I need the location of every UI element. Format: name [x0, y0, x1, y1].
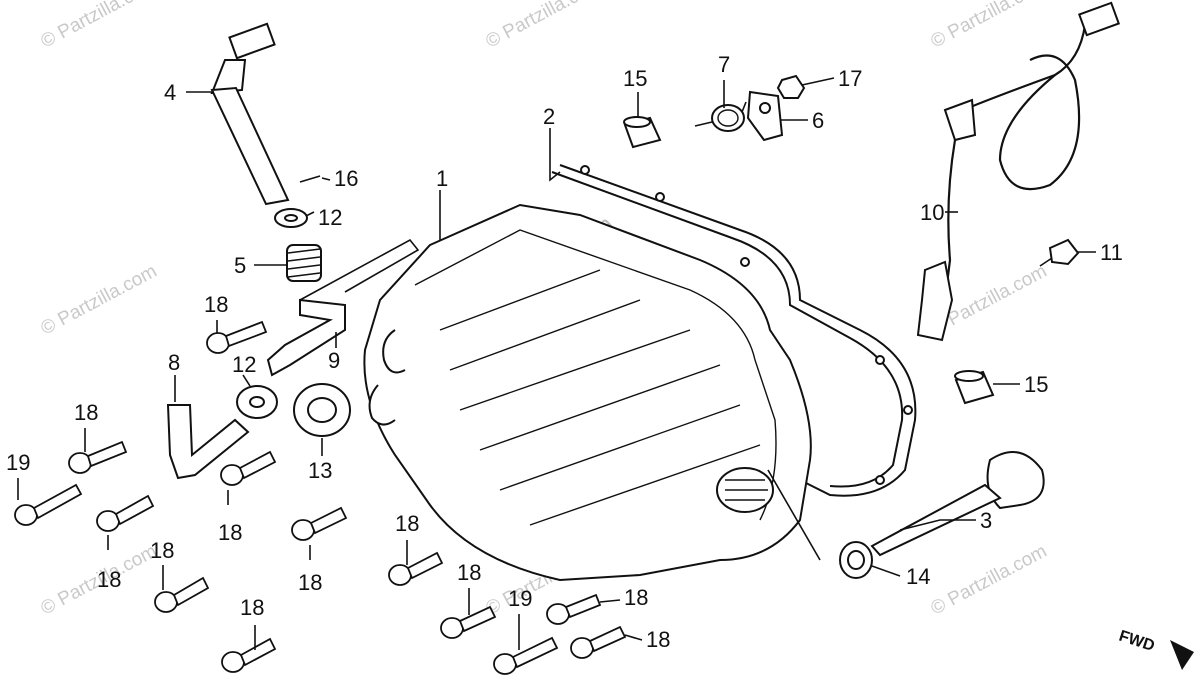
callout-12-lower: 12: [232, 352, 256, 377]
callout-11: 11: [1100, 240, 1123, 265]
dipstick-part-3: [870, 451, 1045, 557]
bolt-part-18: [96, 494, 155, 532]
arm-part-8: [166, 404, 250, 480]
fwd-label: FWD: [1117, 628, 1157, 655]
dowel-pin-part-15-lower: [954, 370, 995, 405]
callout-12-upper: 12: [318, 205, 342, 230]
callout-10: 10: [920, 200, 944, 225]
bolt-part-18: [220, 450, 277, 486]
callout-2: 2: [543, 104, 555, 129]
bolt-part-18: [68, 440, 128, 474]
callout-15-upper: 15: [623, 66, 647, 91]
callout-18: 18: [97, 567, 121, 592]
callout-4: 4: [164, 80, 176, 105]
o-ring-part-14: [839, 541, 873, 579]
forward-direction-indicator: FWD: [1117, 628, 1194, 670]
callout-13: 13: [308, 458, 332, 483]
spring-part-7: [694, 101, 747, 132]
callout-3: 3: [980, 508, 992, 533]
spring-part-5: [286, 244, 322, 282]
bolt-part-18: [154, 576, 210, 613]
kick-shaft-part-4: [210, 22, 290, 206]
callout-14: 14: [906, 564, 930, 589]
pin-part-16: [299, 175, 321, 183]
callout-1: 1: [436, 166, 448, 191]
nut-part-17: [776, 74, 806, 99]
gasket-part-2: [551, 164, 917, 497]
bolt-part-18: [546, 593, 602, 625]
crankcase-cover-part-1: [363, 203, 812, 582]
callout-19: 19: [6, 450, 30, 475]
washer-hole: [249, 396, 265, 408]
callout-18: 18: [74, 400, 98, 425]
watermark-text: © Partzilla.com: [37, 0, 160, 52]
callout-19: 19: [508, 586, 532, 611]
watermark-text: © Partzilla.com: [482, 0, 605, 52]
callout-18: 18: [204, 292, 228, 317]
watermark-text: © Partzilla.com: [37, 261, 160, 340]
watermark-text: © Partzilla.com: [927, 0, 1050, 52]
callout-17: 17: [838, 66, 862, 91]
bolt-part-18: [206, 320, 268, 354]
bolt-part-18: [291, 506, 348, 541]
callout-9: 9: [328, 348, 340, 373]
callout-6: 6: [812, 108, 824, 133]
callouts: 1 2 3 4 5 6 7 8 9 10 11 12 12 13 14 15 1…: [6, 52, 1123, 652]
cable-part-10: [916, 1, 1121, 342]
callout-ticks: [17, 320, 643, 650]
bolt-part-18: [388, 551, 444, 586]
leader-lines: [174, 77, 1096, 577]
lever-part-9: [266, 298, 346, 377]
bolt-part-18: [570, 625, 627, 659]
fwd-arrow-icon: [1170, 640, 1194, 670]
callout-18: 18: [240, 595, 264, 620]
callout-18: 18: [150, 538, 174, 563]
callout-18: 18: [646, 627, 670, 652]
callout-5: 5: [234, 253, 246, 278]
callout-7: 7: [718, 52, 730, 77]
bolt-part-19: [493, 636, 559, 675]
dowel-pin-part-15-upper: [623, 116, 662, 149]
callout-18: 18: [457, 560, 481, 585]
bolt-part-19: [14, 483, 83, 526]
callout-16: 16: [334, 166, 358, 191]
callout-8: 8: [168, 350, 180, 375]
callout-18: 18: [298, 570, 322, 595]
washer-hole: [284, 214, 298, 222]
watermark-text: © Partzilla.com: [927, 541, 1050, 620]
callout-18: 18: [395, 511, 419, 536]
callout-18: 18: [624, 585, 648, 610]
bolt-group: [14, 320, 627, 675]
bolt-part-18: [440, 605, 497, 639]
callout-15-lower: 15: [1024, 372, 1048, 397]
bolt-part-18: [221, 637, 277, 673]
plate-part-6: [746, 90, 784, 142]
bolt-part-11: [1039, 238, 1080, 267]
oil-seal-part-13: [293, 383, 351, 437]
callout-18: 18: [218, 520, 242, 545]
